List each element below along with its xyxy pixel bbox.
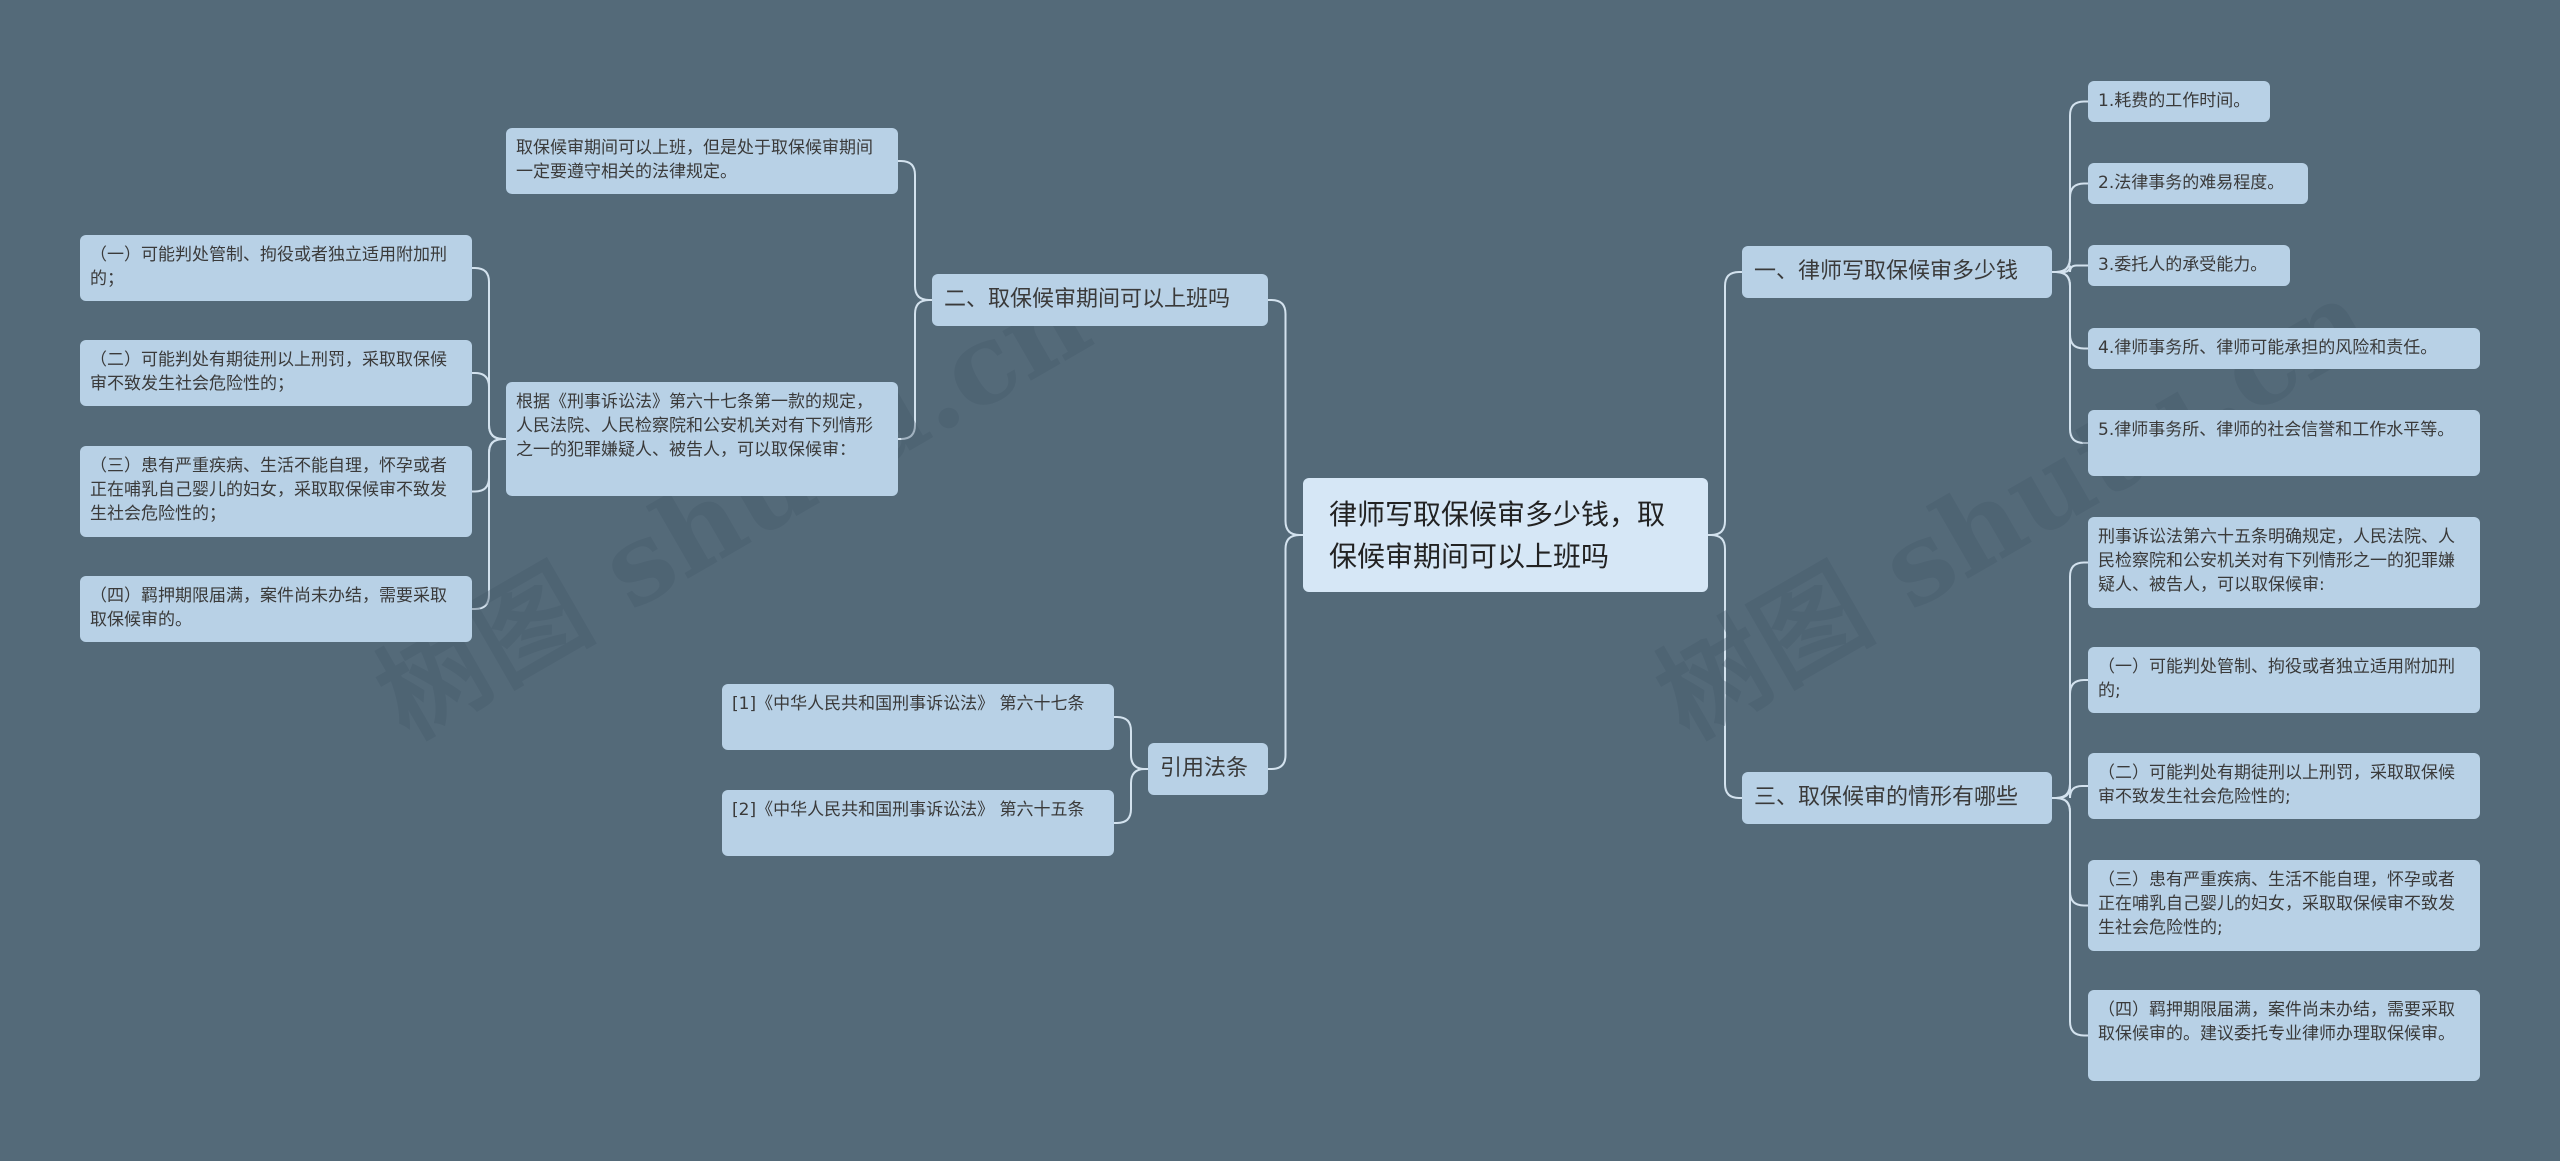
law-connector (1114, 768, 1148, 824)
root-topic[interactable]: 律师写取保候审多少钱，取保候审期间可以上班吗 (1303, 478, 1708, 592)
root-connector (1708, 271, 1742, 536)
fee-factor-item[interactable]: 5.律师事务所、律师的社会信誉和工作水平等。 (2088, 410, 2480, 476)
fee-factor-item[interactable]: 3.委托人的承受能力。 (2088, 245, 2290, 286)
fee-connector (2052, 264, 2088, 273)
fee-connector (2052, 271, 2088, 444)
work-connector (898, 299, 932, 440)
root-connector (1268, 534, 1303, 770)
cited-law-item[interactable]: [2]《中华人民共和国刑事诉讼法》 第六十五条 (722, 790, 1114, 856)
cases-connector (2052, 785, 2088, 799)
cited-law-item[interactable]: [1]《中华人民共和国刑事诉讼法》 第六十七条 (722, 684, 1114, 750)
topic-cited-law[interactable]: 引用法条 (1148, 743, 1268, 795)
fee-factor-item[interactable]: 1.耗费的工作时间。 (2088, 81, 2270, 122)
cases-connector (2052, 797, 2088, 1037)
topic-work-during-bail[interactable]: 二、取保候审期间可以上班吗 (932, 274, 1268, 326)
basis-connector (472, 372, 506, 440)
bail-case-item[interactable]: （三）患有严重疾病、生活不能自理，怀孕或者正在哺乳自己婴儿的妇女，采取取保候审不… (2088, 860, 2480, 951)
work-condition-item[interactable]: （一）可能判处管制、拘役或者独立适用附加刑的； (80, 235, 472, 301)
topic-lawyer-fee[interactable]: 一、律师写取保候审多少钱 (1742, 246, 2052, 298)
bail-case-item[interactable]: （一）可能判处管制、拘役或者独立适用附加刑的; (2088, 647, 2480, 713)
work-connector (898, 160, 932, 301)
work-condition-item[interactable]: （四）羁押期限届满，案件尚未办结，需要采取取保候审的。 (80, 576, 472, 642)
fee-factor-item[interactable]: 4.律师事务所、律师可能承担的风险和责任。 (2088, 328, 2480, 369)
work-condition-item[interactable]: （二）可能判处有期徒刑以上刑罚，采取取保候审不致发生社会危险性的； (80, 340, 472, 406)
work-answer-note[interactable]: 取保候审期间可以上班，但是处于取保候审期间一定要遵守相关的法律规定。 (506, 128, 898, 194)
law-connector (1114, 716, 1148, 770)
fee-factor-item[interactable]: 2.法律事务的难易程度。 (2088, 163, 2308, 204)
cases-connector (2052, 679, 2088, 799)
bail-case-item[interactable]: （二）可能判处有期徒刑以上刑罚，采取取保候审不致发生社会危险性的; (2088, 753, 2480, 819)
bail-case-item[interactable]: （四）羁押期限届满，案件尚未办结，需要采取取保候审的。建议委托专业律师办理取保候… (2088, 990, 2480, 1081)
work-condition-item[interactable]: （三）患有严重疾病、生活不能自理，怀孕或者正在哺乳自己婴儿的妇女，采取取保候审不… (80, 446, 472, 537)
work-legal-basis[interactable]: 根据《刑事诉讼法》第六十七条第一款的规定，人民法院、人民检察院和公安机关对有下列… (506, 382, 898, 496)
fee-connector (2052, 182, 2088, 273)
root-connector (1268, 299, 1303, 536)
topic-bail-cases[interactable]: 三、取保候审的情形有哪些 (1742, 772, 2052, 824)
bail-case-item[interactable]: 刑事诉讼法第六十五条明确规定，人民法院、人民检察院和公安机关对有下列情形之一的犯… (2088, 517, 2480, 608)
root-connector (1708, 534, 1742, 799)
basis-connector (472, 438, 506, 610)
